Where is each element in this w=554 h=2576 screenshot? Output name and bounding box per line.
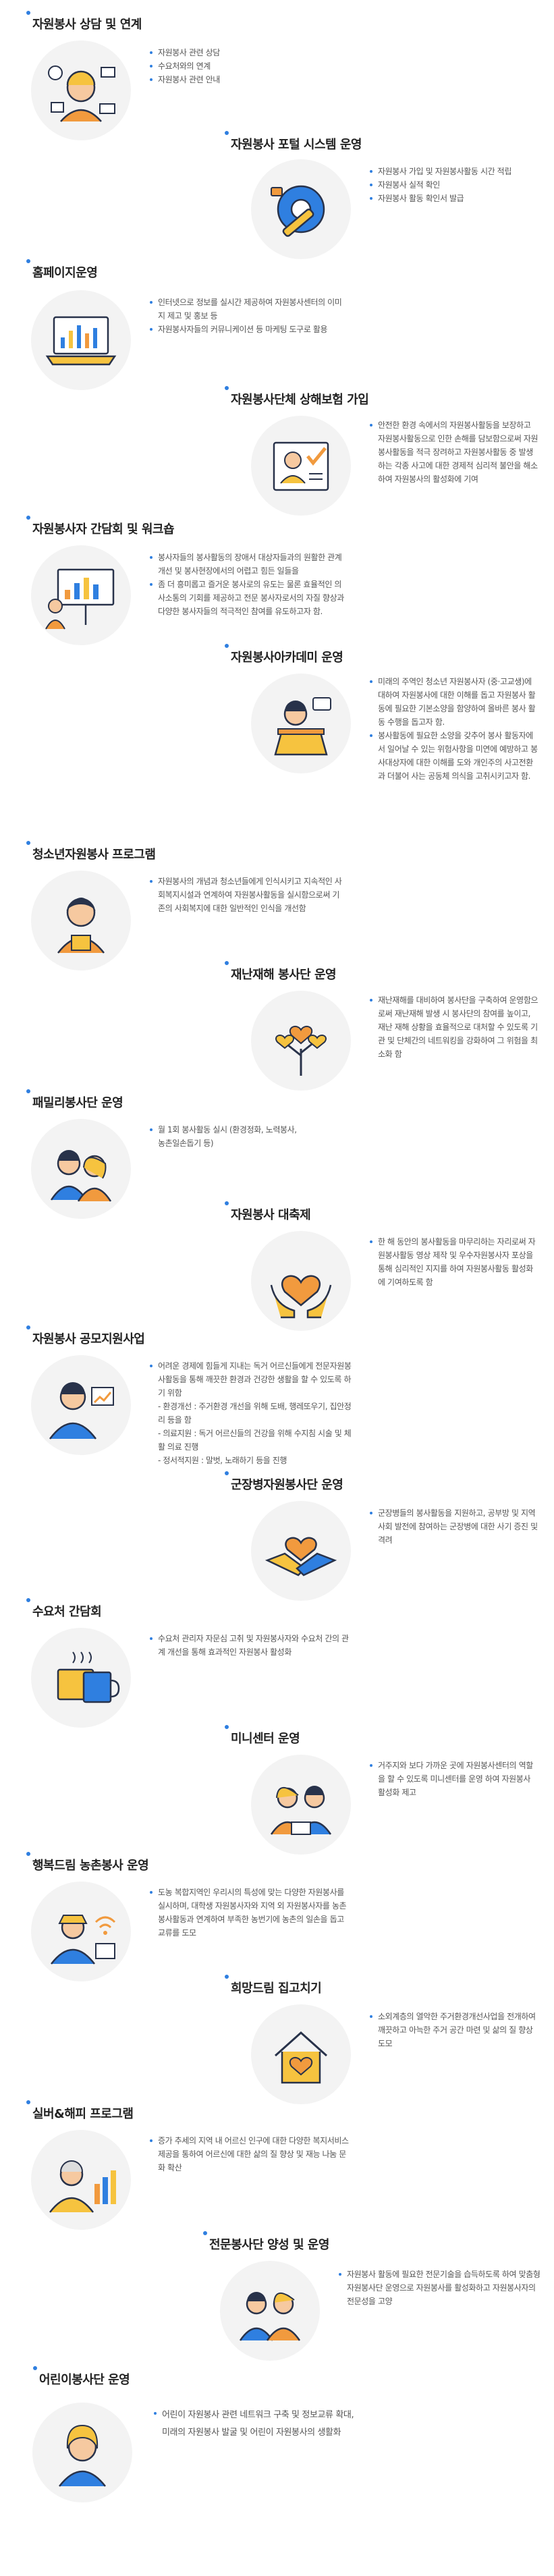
experts-icon	[220, 2261, 320, 2361]
hands-heart-icon	[251, 1231, 351, 1331]
section-bullets: 어려운 경제에 힘들게 지내는 독거 어르신들에게 전문자원봉사활동을 통해 깨…	[150, 1359, 352, 1467]
bullet-item: 자원봉사 관련 상담	[150, 46, 345, 59]
bullet-item: 군장병들의 봉사활동을 지원하고, 공부방 및 지역사회 발전에 참여하는 군장…	[370, 1506, 538, 1547]
bullet-item: 좀 더 흥미롭고 즐거운 봉사로의 유도는 물론 효율적인 의사소통의 기회를 …	[150, 578, 345, 618]
farmer-wifi-icon	[31, 1882, 131, 1981]
family-icon	[31, 1119, 131, 1219]
section-bullets: 증가 추세의 지역 내 어르신 인구에 대한 다양한 복지서비스 제공을 통하여…	[150, 2134, 352, 2174]
presentation-board-icon	[31, 545, 131, 645]
section-bullets: 안전한 환경 속에서의 자원봉사활동을 보장하고 자원봉사활동으로 인한 손해를…	[370, 418, 538, 486]
section-bullets: 군장병들의 봉사활동을 지원하고, 공부방 및 지역사회 발전에 참여하는 군장…	[370, 1506, 538, 1547]
section-title: 미니센터 운영	[224, 1725, 300, 1747]
section-title: 실버&해피 프로그램	[26, 2100, 134, 2122]
section-title: 자원봉사아카데미 운영	[224, 644, 343, 665]
section-title: 자원봉사 상담 및 연계	[26, 11, 142, 32]
bullet-item: 수요처 관리자 자문심 고취 및 자원봉사자와 수요처 간의 관계 개선을 통해…	[150, 1632, 352, 1659]
bullet-item: 월 1회 봉사활동 실시 (환경정화, 노력봉사, 농촌일손돕기 등)	[150, 1123, 298, 1150]
bullet-item: 어린이 자원봉사 관련 네트워크 구축 및 정보교류 확대, 미래의 자원봉사 …	[154, 2407, 363, 2442]
bullet-item: 자원봉사 실적 확인	[370, 178, 525, 192]
bullet-item: 거주지와 보다 가까운 곳에 자원봉사센터의 역할을 할 수 있도록 미니센터를…	[370, 1759, 538, 1799]
section-title: 홈페이지운영	[26, 259, 98, 281]
bullet-item: 자원봉사 가입 및 자원봉사활동 시간 적립	[370, 165, 525, 178]
section-bullets: 수요처 관리자 자문심 고취 및 자원봉사자와 수요처 간의 관계 개선을 통해…	[150, 1632, 352, 1659]
bullet-item: 수요처와의 연계	[150, 59, 345, 73]
section-title: 청소년자원봉사 프로그램	[26, 841, 156, 862]
bullet-sub-item: - 의료지원 : 독거 어르신들의 건강을 위해 수지침 시술 및 체활 의료 …	[158, 1429, 352, 1452]
section-bullets: 인터넷으로 정보를 실시간 제공하여 자원봉사센터의 이미지 제고 및 홍보 등…	[150, 296, 345, 336]
student-icon	[31, 871, 131, 970]
bullet-item: 인터넷으로 정보를 실시간 제공하여 자원봉사센터의 이미지 제고 및 홍보 등	[150, 296, 345, 323]
senior-chart-icon	[31, 2130, 131, 2230]
section-bullets: 자원봉사 가입 및 자원봉사활동 시간 적립 자원봉사 실적 확인 자원봉사 활…	[370, 165, 525, 205]
section-bullets: 도농 복합지역인 우리시의 특성에 맞는 다양한 자원봉사를 실시하며, 대학생…	[150, 1886, 352, 1940]
section-title: 자원봉사자 간담회 및 워크숍	[26, 516, 175, 537]
bullet-sub-item: - 환경개선 : 주거환경 개선을 위해 도배, 행레또우기, 집안정리 등을 …	[158, 1402, 352, 1425]
section-bullets: 자원봉사 관련 상담 수요처와의 연계 자원봉사 관련 안내	[150, 46, 345, 86]
section-bullets: 소외계층의 열악한 주거환경개선사업을 전개하여 깨끗하고 아늑한 주거 공간 …	[370, 2010, 538, 2050]
bullet-item: 자원봉사 활동 확인서 발급	[370, 192, 525, 205]
section-bullets: 한 해 동안의 봉사활동을 마무리하는 자리로써 자원봉사활동 영상 제작 및 …	[370, 1235, 538, 1289]
gear-wrench-icon	[251, 159, 351, 259]
bullet-item: 미래의 주역인 청소년 자원봉사자 (중·고교생)에 대하여 자원봉사에 대한 …	[370, 675, 538, 729]
bullet-item: 어려운 경제에 힘들게 지내는 독거 어르신들에게 전문자원봉사활동을 통해 깨…	[150, 1359, 352, 1400]
bullet-item: 증가 추세의 지역 내 어르신 인구에 대한 다양한 복지서비스 제공을 통하여…	[150, 2134, 352, 2174]
section-title: 군장병자원봉사단 운영	[224, 1471, 343, 1493]
section-title: 전문봉사단 양성 및 운영	[203, 2231, 329, 2253]
bullet-item: 도농 복합지역인 우리시의 특성에 맞는 다양한 자원봉사를 실시하며, 대학생…	[150, 1886, 352, 1940]
section-title: 자원봉사 포털 시스템 운영	[225, 131, 362, 153]
section-title: 수요처 간담회	[26, 1598, 102, 1620]
section-bullets: 봉사자들의 봉사활동의 장애서 대상자들과의 원활한 관계개선 및 봉사현장에서…	[150, 551, 345, 618]
child-icon	[32, 2403, 132, 2502]
section-title: 패밀리봉사단 운영	[26, 1089, 123, 1111]
laptop-chart-icon	[31, 290, 131, 390]
bullet-sub-item: - 정서적지원 : 말벗, 노래하기 등을 진행	[158, 1456, 287, 1465]
section-title: 자원봉사 공모지원사업	[26, 1325, 145, 1347]
section-title: 행복드림 농촌봉사 운영	[26, 1852, 149, 1873]
bullet-item: 한 해 동안의 봉사활동을 마무리하는 자리로써 자원봉사활동 영상 제작 및 …	[370, 1235, 538, 1289]
section-title: 희망드림 집고치기	[224, 1975, 322, 1996]
bullet-item: 재난재해를 대비하여 봉사단을 구축하여 운영함으로써 재난재해 발생 시 봉사…	[370, 993, 538, 1061]
lecturer-podium-icon	[251, 674, 351, 773]
bullet-item: 자원봉사의 개념과 청소년들에게 인식시키고 지속적인 사회복지시설과 연계하여…	[150, 875, 345, 915]
bullet-item: 자원봉사자들의 커뮤니케이션 등 마케팅 도구로 활용	[150, 323, 345, 336]
handshake-heart-icon	[251, 1501, 351, 1601]
section-bullets: 재난재해를 대비하여 봉사단을 구축하여 운영함으로써 재난재해 발생 시 봉사…	[370, 993, 538, 1061]
bullet-item: 안전한 환경 속에서의 자원봉사활동을 보장하고 자원봉사활동으로 인한 손해를…	[370, 418, 538, 486]
bullet-item: 자원봉사 활동에 필요한 전문기술을 습득하도록 하여 맞춤형 자원봉사단 운영…	[339, 2268, 541, 2308]
section-bullets: 자원봉사 활동에 필요한 전문기술을 습득하도록 하여 맞춤형 자원봉사단 운영…	[339, 2268, 541, 2308]
section-bullets: 어린이 자원봉사 관련 네트워크 구축 및 정보교류 확대, 미래의 자원봉사 …	[154, 2407, 363, 2442]
bullet-item: 봉사자들의 봉사활동의 장애서 대상자들과의 원활한 관계개선 및 봉사현장에서…	[150, 551, 345, 578]
section-title: 어린이봉사단 운영	[32, 2366, 130, 2388]
section-bullets: 거주지와 보다 가까운 곳에 자원봉사센터의 역할을 할 수 있도록 미니센터를…	[370, 1759, 538, 1799]
coffee-card-icon	[31, 1628, 131, 1728]
bullet-item: 봉사활동에 필요한 소양을 갖추어 봉사 활동자에서 일어날 수 있는 위험사항…	[370, 729, 538, 783]
section-bullets: 자원봉사의 개념과 청소년들에게 인식시키고 지속적인 사회복지시설과 연계하여…	[150, 875, 345, 915]
house-heart-icon	[251, 2004, 351, 2104]
insurance-document-icon	[251, 416, 351, 516]
section-title: 자원봉사단체 상해보험 가입	[224, 386, 369, 408]
section-title: 재난재해 봉사단 운영	[224, 961, 337, 983]
heart-tree-icon	[251, 991, 351, 1091]
manager-chart-icon	[31, 1355, 131, 1455]
section-bullets: 미래의 주역인 청소년 자원봉사자 (중·고교생)에 대하여 자원봉사에 대한 …	[370, 675, 538, 783]
bullet-item: 소외계층의 열악한 주거환경개선사업을 전개하여 깨끗하고 아늑한 주거 공간 …	[370, 2010, 538, 2050]
bullet-item: 자원봉사 관련 안내	[150, 73, 345, 86]
mini-center-staff-icon	[251, 1755, 351, 1855]
section-title: 자원봉사 대축제	[224, 1201, 311, 1223]
section-bullets: 월 1회 봉사활동 실시 (환경정화, 노력봉사, 농촌일손돕기 등)	[150, 1123, 298, 1150]
consultant-headset-icon	[31, 40, 131, 140]
